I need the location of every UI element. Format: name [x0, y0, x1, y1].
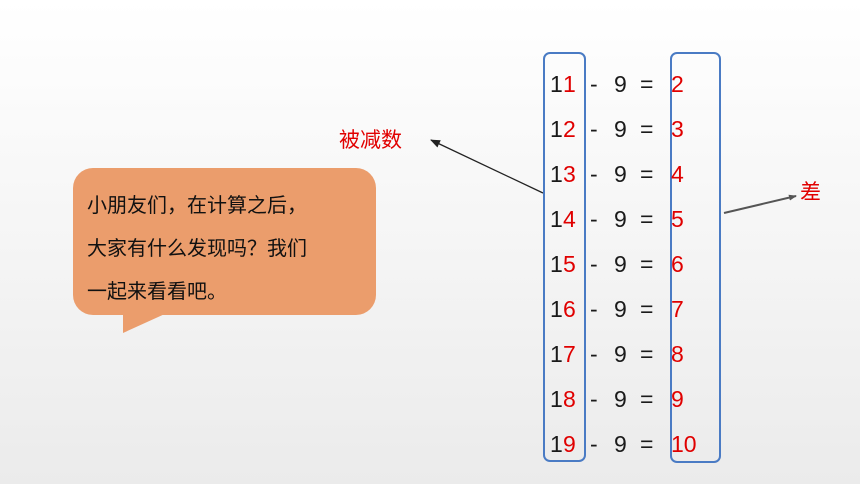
speech-bubble: 小朋友们，在计算之后， 大家有什么发现吗？我们 一起来看看吧。 — [73, 168, 376, 315]
difference: 10 — [671, 431, 697, 457]
minuend-tens: 1 — [550, 341, 563, 367]
subtrahend: 9 — [614, 431, 627, 457]
minuend-ones: 9 — [563, 431, 576, 457]
minuend-arrow — [430, 139, 544, 194]
subtrahend: 9 — [614, 206, 627, 232]
difference: 6 — [671, 251, 684, 277]
minuend-tens: 1 — [550, 161, 563, 187]
equals-sign: = — [640, 161, 654, 187]
bubble-line: 大家有什么发现吗？我们 — [87, 236, 307, 260]
minus-sign: - — [590, 431, 598, 457]
minuend-ones: 1 — [563, 71, 576, 97]
subtrahend: 9 — [614, 341, 627, 367]
equals-sign: = — [640, 341, 654, 367]
difference: 5 — [671, 206, 684, 232]
equals-sign: = — [640, 296, 654, 322]
minuend-tens: 1 — [550, 71, 563, 97]
difference: 2 — [671, 71, 684, 97]
difference: 8 — [671, 341, 684, 367]
difference: 9 — [671, 386, 684, 412]
subtrahend: 9 — [614, 161, 627, 187]
minuend-ones: 3 — [563, 161, 576, 187]
minuend-ones: 8 — [563, 386, 576, 412]
minuend-tens: 1 — [550, 431, 563, 457]
difference: 3 — [671, 116, 684, 142]
minuend-label: 被减数 — [339, 128, 402, 152]
minuend-tens: 1 — [550, 206, 563, 232]
bubble-line: 小朋友们，在计算之后， — [87, 193, 307, 217]
equals-sign: = — [640, 116, 654, 142]
subtrahend: 9 — [614, 386, 627, 412]
difference-column-box — [670, 52, 721, 463]
subtrahend: 9 — [614, 251, 627, 277]
minus-sign: - — [590, 296, 598, 322]
minus-sign: - — [590, 206, 598, 232]
difference-arrow — [723, 194, 797, 214]
minus-sign: - — [590, 341, 598, 367]
minuend-tens: 1 — [550, 251, 563, 277]
equals-sign: = — [640, 71, 654, 97]
minus-sign: - — [590, 386, 598, 412]
minuend-column-box — [543, 52, 586, 462]
equals-sign: = — [640, 431, 654, 457]
minuend-tens: 1 — [550, 296, 563, 322]
difference: 7 — [671, 296, 684, 322]
minuend-ones: 2 — [563, 116, 576, 142]
subtrahend: 9 — [614, 116, 627, 142]
minus-sign: - — [590, 251, 598, 277]
subtrahend: 9 — [614, 71, 627, 97]
equals-sign: = — [640, 206, 654, 232]
minus-sign: - — [590, 161, 598, 187]
minuend-ones: 5 — [563, 251, 576, 277]
minus-sign: - — [590, 116, 598, 142]
equals-sign: = — [640, 386, 654, 412]
difference-label: 差 — [800, 180, 821, 204]
subtrahend: 9 — [614, 296, 627, 322]
difference: 4 — [671, 161, 684, 187]
minuend-ones: 7 — [563, 341, 576, 367]
minuend-ones: 4 — [563, 206, 576, 232]
minuend-ones: 6 — [563, 296, 576, 322]
minus-sign: - — [590, 71, 598, 97]
minuend-tens: 1 — [550, 116, 563, 142]
equals-sign: = — [640, 251, 654, 277]
minuend-tens: 1 — [550, 386, 563, 412]
bubble-line: 一起来看看吧。 — [87, 279, 227, 303]
